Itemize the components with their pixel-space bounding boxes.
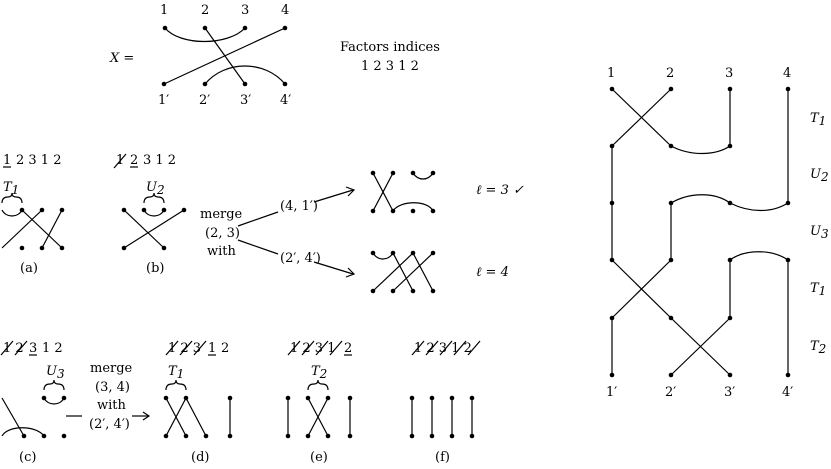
panel-e-brace — [307, 379, 329, 391]
panel-c-rest: 1 2 — [42, 341, 63, 356]
right-dots — [609, 86, 791, 378]
panel-c: 1 2 3 1 2 U3 (c) — [0, 340, 67, 465]
panel-b-arc — [143, 209, 165, 217]
top-label-2: 2 — [201, 3, 209, 18]
right-row-label-4: T1 — [810, 281, 826, 298]
top-label-3: 3 — [241, 3, 249, 18]
bottom-label-3p: 3′ — [240, 93, 251, 108]
panel-b-line2 — [123, 209, 185, 249]
panel-a-line1 — [1, 209, 43, 249]
merge2-line2: (3, 4) — [95, 380, 130, 395]
right-top-label-2: 2 — [666, 66, 674, 81]
panel-b-line1 — [123, 209, 165, 249]
option2-diagram: ℓ = 4 — [370, 250, 509, 294]
right-diagram: 1 2 3 4 1′ — [606, 66, 829, 400]
arc-1-3 — [164, 27, 246, 43]
panel-a-line2 — [21, 209, 63, 249]
merge2-line1: merge — [90, 361, 133, 376]
option1-result: ℓ = 3 ✓ — [476, 183, 524, 198]
panel-f-caption: (f) — [435, 450, 450, 465]
panel-c-brace-label: U3 — [46, 364, 65, 381]
option2-label: (2′, 4′) — [280, 251, 321, 266]
right-row-label-3: U3 — [810, 224, 829, 241]
merge2-line3: with — [97, 398, 127, 413]
line-2-3p — [204, 27, 246, 85]
panel-e-brace-label: T2 — [311, 364, 327, 381]
merge2-line4: (2′, 4′) — [89, 417, 130, 432]
panel-d-first: 1 — [208, 341, 216, 356]
right-top-label-1: 1 — [607, 66, 615, 81]
factors-title: Factors indices — [340, 40, 440, 55]
panel-a-brace — [1, 192, 23, 204]
merge1-line2: (2, 3) — [205, 226, 240, 241]
x-label: X = — [109, 51, 134, 66]
panel-b-brace — [143, 192, 165, 204]
bottom-label-2p: 2′ — [199, 93, 210, 108]
strike-mark — [113, 153, 127, 169]
panel-a-brace-label: T1 — [3, 180, 19, 197]
panel-a-seq-rest: 2 3 1 2 — [16, 153, 61, 168]
panel-d-rest: 2 — [221, 341, 229, 356]
right-row-label-2: U2 — [810, 167, 829, 184]
right-bottom-label-2p: 2′ — [665, 385, 676, 400]
merge1-line3: with — [207, 244, 237, 259]
top-diagram: X = 1 2 3 4 1′ 2′ 3′ 4′ Factors indices … — [109, 3, 440, 108]
panel-a-caption: (a) — [20, 261, 38, 276]
panel-b: 1 2 3 1 2 U2 (b) — [113, 153, 187, 276]
panel-d-struck: 1 2 3 — [168, 341, 201, 356]
merge-block-2: merge (3, 4) with (2′, 4′) — [66, 361, 151, 432]
right-bottom-label-3p: 3′ — [724, 385, 735, 400]
option1-label: (4, 1′) — [280, 199, 318, 214]
panel-e-caption: (e) — [310, 450, 328, 465]
option1-diagram: ℓ = 3 ✓ — [370, 170, 524, 214]
bottom-label-4p: 4′ — [280, 93, 291, 108]
merge1-line1: merge — [200, 207, 243, 222]
panel-c-first: 3 — [29, 341, 37, 356]
top-label-4: 4 — [281, 3, 289, 18]
arrow-option1 — [313, 189, 354, 203]
bottom-label-1p: 1′ — [158, 93, 169, 108]
arc-2p-4p — [204, 65, 286, 85]
panel-d-brace-label: T1 — [168, 364, 184, 381]
panel-d: 1 2 3 1 2 T1 (d) — [163, 340, 233, 465]
factors-seq: 1 2 3 1 2 — [361, 59, 419, 74]
right-top-label-3: 3 — [725, 66, 733, 81]
option2-result: ℓ = 4 — [476, 265, 509, 280]
panel-d-brace — [165, 379, 187, 391]
panel-d-caption: (d) — [191, 450, 209, 465]
arrow-option2 — [313, 261, 354, 275]
right-top-label-4: 4 — [783, 66, 791, 81]
panel-b-brace-label: U2 — [146, 180, 165, 197]
right-row-label-1: T1 — [810, 111, 826, 128]
panel-b-caption: (b) — [146, 261, 164, 276]
panel-b-seq-rest: 3 1 2 — [143, 153, 176, 168]
merge-block-1: merge (2, 3) with (4, 1′) (2′, 4′) — [200, 186, 356, 278]
panel-e-first: 2 — [344, 341, 352, 356]
panel-e: 1 2 3 1 2 T2 (e) — [285, 340, 353, 465]
right-row-label-5: T2 — [810, 339, 826, 356]
top-label-1: 1 — [160, 3, 168, 18]
panel-f: 1 2 3 1 2 (f) — [409, 340, 481, 465]
panel-c-brace — [43, 379, 65, 391]
right-bottom-label-1p: 1′ — [606, 385, 617, 400]
right-bottom-label-4p: 4′ — [782, 385, 793, 400]
panel-b-seq-first: 2 — [130, 153, 138, 168]
panel-c-caption: (c) — [19, 450, 36, 465]
panel-a-arc — [1, 209, 23, 217]
panel-a-line3 — [41, 209, 63, 249]
panel-a: 1 2 3 1 2 T1 (a) — [1, 153, 65, 276]
panel-a-seq-first: 1 — [3, 153, 11, 168]
panel-c-struck: 1 2 — [3, 341, 24, 356]
